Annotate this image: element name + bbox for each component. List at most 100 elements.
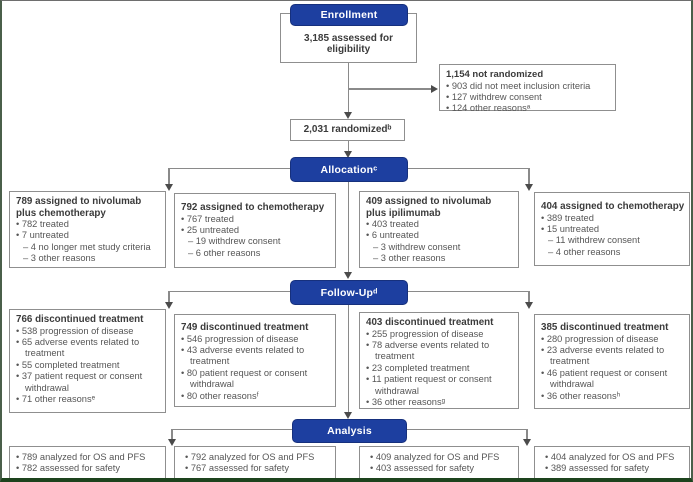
list-item: • 255 progression of disease — [366, 328, 484, 339]
list-item: • 65 adverse events related to treatment — [16, 336, 140, 359]
allocation-box-nivolumab-chemotherapy: 789 assigned to nivolumab plus chemother… — [9, 191, 166, 268]
connector-followup-drop-right — [528, 290, 530, 303]
list-item: • 404 analyzed for OS and PFS — [545, 452, 675, 462]
box-title: 749 discontinued treatment — [181, 322, 309, 333]
list-item: • 389 assessed for safety — [545, 463, 650, 474]
list-item: – 4 other reasons — [548, 246, 621, 257]
allocation-box-chemotherapy-1: 792 assigned to chemotherapy • 767 treat… — [174, 193, 336, 268]
arrowhead-down-icon — [165, 184, 173, 191]
list-item: – 11 withdrew consent — [548, 235, 640, 246]
enrollment-pill-label: Enrollment — [320, 9, 378, 21]
list-item: – 4 no longer met study criteria — [23, 241, 151, 252]
list-item: • 767 assessed for safety — [185, 463, 290, 474]
box-title: 792 assigned to chemotherapy — [181, 202, 325, 213]
arrowhead-down-icon — [525, 184, 533, 191]
list-item: – 6 other reasons — [188, 247, 261, 258]
list-item: • 538 progression of disease — [16, 325, 134, 336]
allocation-box-nivolumab-ipilimumab: 409 assigned to nivolumab plus ipilimuma… — [359, 191, 519, 268]
assessed-line1: 3,185 assessed for — [304, 32, 393, 44]
list-item: • 124 other reasonsᵃ — [446, 103, 531, 114]
list-item: • 792 analyzed for OS and PFS — [185, 452, 315, 462]
arrowhead-down-icon — [344, 151, 352, 158]
analysis-box-2: • 792 analyzed for OS and PFS • 767 asse… — [174, 446, 336, 478]
analysis-pill: Analysis — [292, 419, 407, 443]
list-item: • 71 other reasonsᵉ — [16, 393, 96, 404]
list-item: • 767 treated — [181, 213, 234, 224]
list-item: • 11 patient request or consent withdraw… — [366, 374, 492, 396]
list-item: – 3 withdrew consent — [373, 241, 461, 252]
list-item: • 782 assessed for safety — [16, 463, 121, 474]
list-item: • 37 patient request or consent withdraw… — [16, 371, 143, 393]
list-item: • 403 treated — [366, 219, 419, 229]
list-item: • 409 analyzed for OS and PFS — [370, 452, 500, 462]
list-item: • 280 progression of disease — [541, 333, 659, 344]
box-title: 789 assigned to nivolumab plus chemother… — [16, 196, 142, 219]
list-item: – 3 other reasons — [23, 253, 96, 264]
list-item: • 15 untreated — [541, 223, 600, 234]
list-item: • 80 patient request or consent withdraw… — [181, 367, 308, 390]
randomized-label: 2,031 randomizedᵇ — [303, 124, 392, 136]
connector-followup-to-analysis — [347, 302, 349, 412]
list-item: • 782 treated — [16, 219, 69, 229]
list-item: • 46 patient request or consent withdraw… — [541, 367, 668, 390]
arrowhead-down-icon — [344, 272, 352, 279]
list-item: • 80 other reasonsᶠ — [181, 390, 259, 401]
connector-branch-not-randomized — [348, 88, 432, 90]
followup-box-1: 766 discontinued treatment • 538 progres… — [9, 309, 166, 413]
list-item: • 6 untreated — [366, 230, 419, 241]
not-randomized-box: 1,154 not randomized • 903 did not meet … — [439, 64, 616, 114]
followup-box-2: 749 discontinued treatment • 546 progres… — [174, 314, 336, 407]
arrowhead-down-icon — [525, 302, 533, 309]
analysis-box-1: • 789 analyzed for OS and PFS • 782 asse… — [9, 446, 166, 478]
list-item: • 127 withdrew consent — [446, 91, 542, 102]
connector-followup-drop-left — [168, 290, 170, 303]
list-item: • 78 adverse events related to treatment — [366, 339, 490, 362]
connector-allocation-to-followup — [347, 180, 349, 273]
randomized-box: 2,031 randomizedᵇ — [290, 119, 405, 141]
list-item: – 19 withdrew consent — [188, 236, 281, 247]
arrowhead-right-icon — [431, 85, 438, 93]
list-item: • 546 progression of disease — [181, 333, 299, 344]
box-title: 403 discontinued treatment — [366, 317, 494, 328]
connector-analysis-drop-left — [171, 428, 173, 440]
list-item: • 23 completed treatment — [366, 362, 470, 373]
allocation-box-chemotherapy-2: 404 assigned to chemotherapy • 389 treat… — [534, 192, 690, 266]
connector-allocation-drop-right — [528, 167, 530, 185]
enrollment-pill: Enrollment — [290, 4, 408, 26]
arrowhead-down-icon — [344, 412, 352, 419]
followup-pill-label: Follow-Upᵈ — [320, 286, 378, 299]
allocation-pill-label: Allocationᶜ — [320, 163, 378, 176]
followup-box-3: 403 discontinued treatment • 255 progres… — [359, 312, 519, 409]
list-item: • 25 untreated — [181, 224, 240, 235]
analysis-pill-label: Analysis — [327, 425, 372, 437]
connector-allocation-drop-left — [168, 167, 170, 185]
box-title: 385 discontinued treatment — [541, 322, 669, 333]
list-item: • 23 adverse events related to treatment — [541, 344, 665, 367]
list-item: • 36 other reasonsʰ — [541, 390, 621, 401]
list-item: • 403 assessed for safety — [370, 463, 475, 474]
list-item: – 3 other reasons — [373, 253, 446, 264]
connector-randomized-to-allocation — [347, 141, 349, 152]
box-title: 1,154 not randomized — [446, 69, 544, 80]
followup-box-4: 385 discontinued treatment • 280 progres… — [534, 314, 690, 409]
list-item: • 789 analyzed for OS and PFS — [16, 452, 146, 462]
analysis-box-3: • 409 analyzed for OS and PFS • 403 asse… — [359, 446, 519, 478]
box-title: 766 discontinued treatment — [16, 314, 144, 325]
list-item: • 36 other reasonsᵍ — [366, 396, 446, 407]
box-title: 409 assigned to nivolumab plus ipilimuma… — [366, 196, 492, 219]
analysis-box-4: • 404 analyzed for OS and PFS • 389 asse… — [534, 446, 690, 478]
list-item: • 43 adverse events related to treatment — [181, 344, 305, 367]
connector-analysis-drop-right — [526, 428, 528, 440]
list-item: • 389 treated — [541, 212, 594, 223]
arrowhead-down-icon — [168, 439, 176, 446]
list-item: • 903 did not meet inclusion criteria — [446, 80, 591, 91]
assessed-line2: eligibility — [326, 44, 371, 55]
box-title: 404 assigned to chemotherapy — [541, 201, 685, 212]
arrowhead-down-icon — [523, 439, 531, 446]
followup-pill: Follow-Upᵈ — [290, 280, 408, 305]
arrowhead-down-icon — [344, 112, 352, 119]
allocation-pill: Allocationᶜ — [290, 157, 408, 182]
list-item: • 7 untreated — [16, 230, 69, 241]
list-item: • 55 completed treatment — [16, 359, 120, 370]
